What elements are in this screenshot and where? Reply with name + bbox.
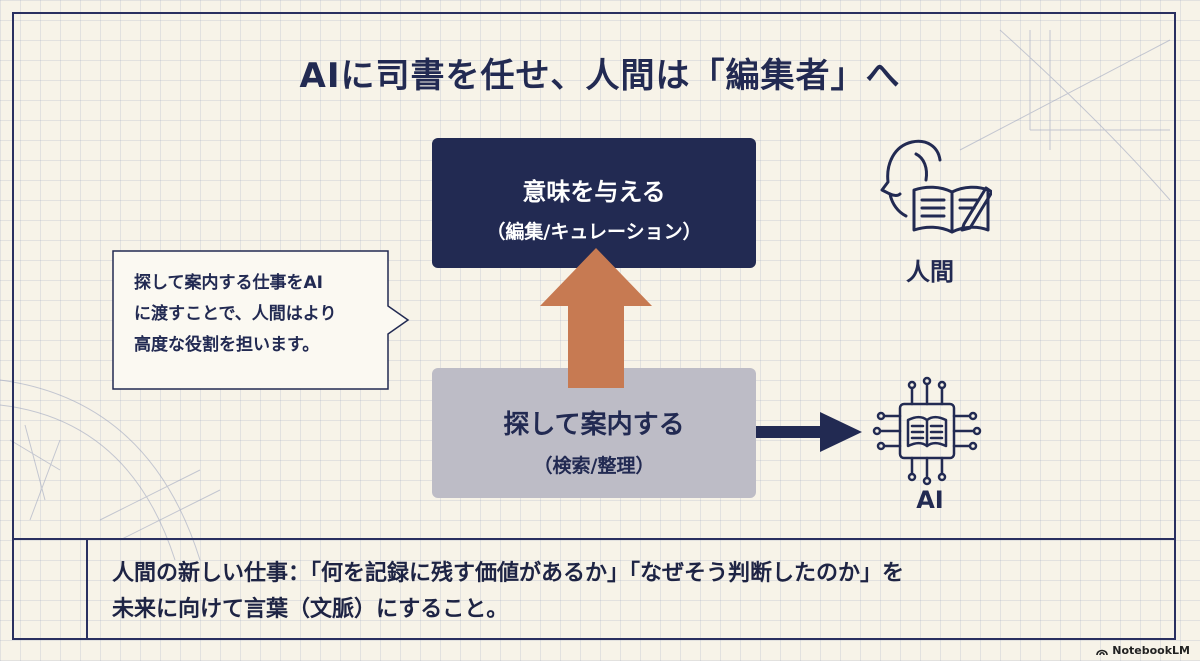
up-arrow [540,248,652,388]
callout-bubble [112,250,410,390]
footer-box [86,538,1166,640]
callout-line: 探して案内する仕事をAI [134,273,323,293]
right-arrow [756,412,862,452]
search-box-sublabel: （検索/整理） [533,455,655,477]
brand-name: NotebookLM [1112,644,1190,657]
search-box: 探して案内する （検索/整理） [432,368,756,498]
meaning-box-label: 意味を与える [522,178,666,206]
page-title: AIに司書を任せ、人間は「編集者」へ [299,56,901,96]
callout-line: に渡すことで、人間はより [134,304,337,324]
callout-text: 探して案内する仕事をAI に渡すことで、人間はより 高度な役割を担います。 [134,268,394,361]
human-reading-book-icon [880,139,992,234]
meaning-box-sublabel: （編集/キュレーション） [486,221,702,243]
human-label: 人間 [906,258,954,286]
footer-line: 人間の新しい仕事：「何を記録に残す価値があるか」「なぜそう判断したのか」を [112,561,905,586]
footer-message: 人間の新しい仕事：「何を記録に残す価値があるか」「なぜそう判断したのか」を 未来… [112,556,1162,628]
ai-label: AI [916,486,944,514]
footer-line: 未来に向けて言葉（文脈）にすること。 [112,597,509,622]
notebooklm-brand: NotebookLM [1096,644,1190,657]
callout-line: 高度な役割を担います。 [134,335,320,355]
page-frame [12,12,1176,640]
footer-band [12,538,1176,640]
meaning-box: 意味を与える （編集/キュレーション） [432,138,756,268]
search-box-label: 探して案内する [503,410,685,440]
notebooklm-logo-icon [1096,649,1109,655]
ai-chip-book-icon [872,376,982,486]
